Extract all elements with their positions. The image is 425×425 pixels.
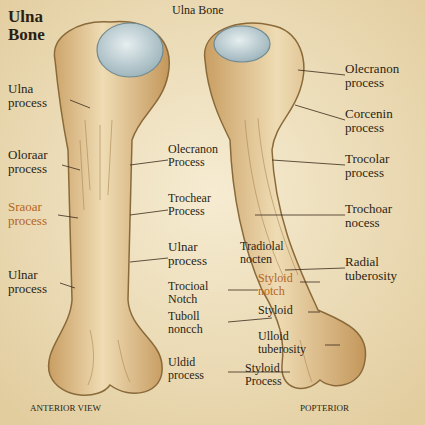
anterior-ulna [49,22,170,396]
part-label: Ulloid tuberosity [258,330,324,355]
part-label: Sraoar process [8,200,70,227]
articular-cartilage [97,23,163,77]
part-label: Olecranon process [345,62,425,89]
bone-texture [80,120,130,385]
posterior-ulna [205,23,366,388]
articular-cartilage [214,26,270,62]
part-label: Trochear Process [168,192,240,217]
part-label: Trocioal Notch [168,280,230,305]
part-label: Radial tuberosity [345,255,425,282]
part-label: Tuboll noncch [168,310,230,335]
part-label: Oloraar process [8,148,70,175]
part-label: Styloid [258,304,318,317]
part-label: Tradiolal nocten [240,240,312,265]
part-label: Ulna Bone [172,4,242,17]
leader-lines [58,70,345,372]
diagram-title: Ulna Bone [8,8,58,44]
part-label: Styloid Process [245,362,307,387]
part-label: Styloid notch [258,272,318,297]
part-label: Corcenin process [345,107,425,134]
part-label: Uldid process [168,356,230,381]
part-label: ANTERIOR VIEW [30,404,150,413]
part-label: Ulnar process [8,268,70,295]
part-label: POPTERIOR [300,404,400,413]
part-label: Trocolar process [345,152,425,179]
part-label: Olecranon Process [168,143,240,168]
part-label: Trochoar nocess [345,202,425,229]
part-label: Ulna process [8,82,70,109]
part-label: Ulnar process [168,240,230,267]
